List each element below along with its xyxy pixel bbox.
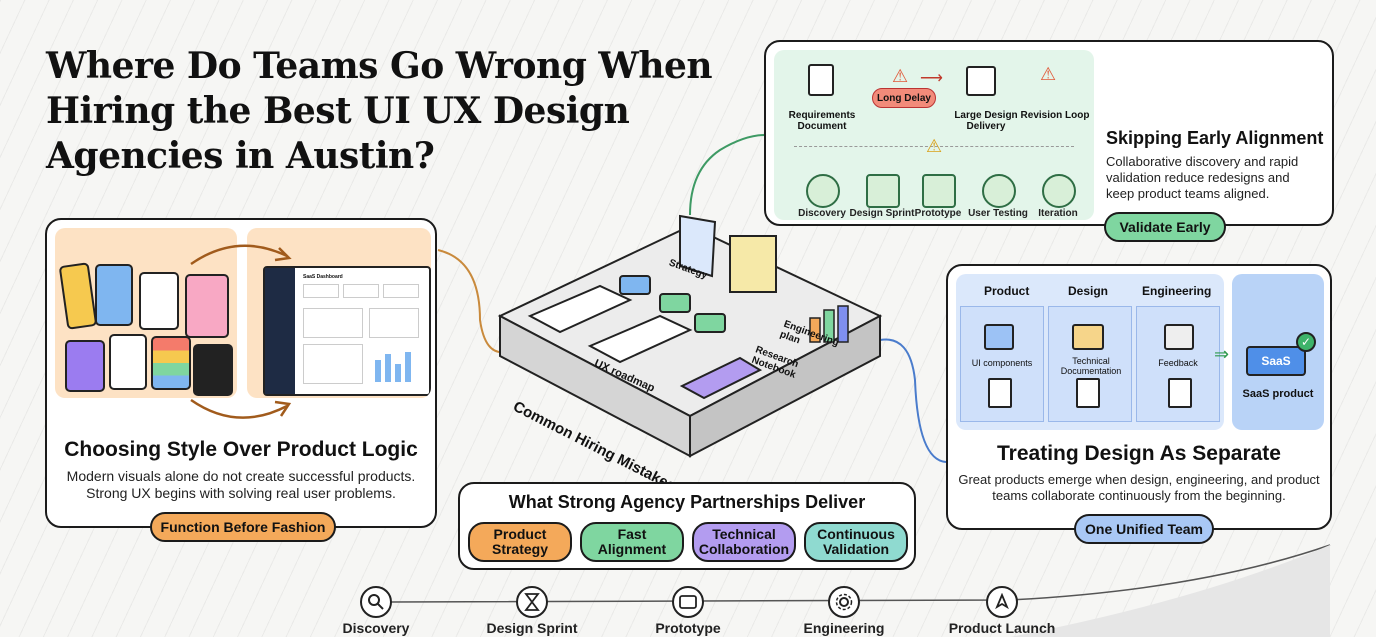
- stage-prototype: Prototype: [914, 208, 962, 219]
- pill-product-strategy: Product Strategy: [468, 522, 572, 562]
- item-feedback: Feedback: [1158, 358, 1198, 368]
- timeline-engineering: Engineering: [803, 620, 885, 636]
- warning-icon: ⚠: [1040, 64, 1057, 84]
- dashboard-title: SaaS Dashboard: [303, 274, 343, 280]
- discovery-timeline-icon: [360, 586, 392, 618]
- gear-icon: [828, 586, 860, 618]
- separate-card-body: Great products emerge when design, engin…: [958, 472, 1320, 503]
- timeline-product-launch: Product Launch: [948, 620, 1056, 636]
- prototype-icon: [922, 174, 956, 208]
- pill-continuous-validation: Continuous Validation: [804, 522, 908, 562]
- tag-one-unified-team: One Unified Team: [1074, 514, 1214, 544]
- stage-discovery: Discovery: [798, 208, 846, 219]
- tag-function-before-fashion: Function Before Fashion: [150, 512, 336, 542]
- components-icon: [984, 324, 1014, 350]
- timeline-prototype: Prototype: [655, 620, 721, 636]
- stage-user-testing: User Testing: [968, 208, 1028, 219]
- discovery-icon: [806, 174, 840, 208]
- style-card-body: Modern visuals alone do not create succe…: [66, 468, 416, 501]
- pill-technical-collaboration: Technical Collaboration: [692, 522, 796, 562]
- hourglass-icon: [516, 586, 548, 618]
- saas-label: SaaS product: [1242, 388, 1314, 400]
- flow-label-revision-loop: Revision Loop: [1020, 110, 1090, 121]
- flow-label-requirements: Requirements Document: [788, 110, 856, 132]
- user-testing-icon: [982, 174, 1016, 208]
- alignment-card-title: Skipping Early Alignment: [1106, 128, 1324, 148]
- deliver-card-title: What Strong Agency Partnerships Deliver: [508, 492, 866, 512]
- warning-icon: ⚠: [892, 66, 909, 86]
- checklist-icon: [988, 378, 1012, 408]
- tag-validate-early: Validate Early: [1104, 212, 1226, 242]
- pill-fast-alignment: Fast Alignment: [580, 522, 684, 562]
- saas-product-illustration: SaaS ✓ SaaS product: [1232, 274, 1324, 430]
- arrow-top-icon: [190, 244, 292, 266]
- checklist-icon: [1168, 378, 1192, 408]
- documentation-icon: [1072, 324, 1104, 350]
- arrow-right-icon: ⇒: [1214, 344, 1230, 364]
- column-design: Design: [1068, 284, 1109, 298]
- flow-label-large-delivery: Large Design Delivery: [954, 110, 1018, 132]
- item-ui-components: UI components: [971, 358, 1033, 368]
- separate-card-title: Treating Design As Separate: [997, 442, 1281, 465]
- item-technical-docs: Technical Documentation: [1060, 356, 1122, 376]
- team-collaboration-illustration: Product Design Engineering UI components…: [956, 274, 1224, 430]
- design-sprint-icon: [866, 174, 900, 208]
- arrow-right-icon: ⟶: [920, 70, 943, 87]
- alignment-card-body: Collaborative discovery and rapid valida…: [1106, 154, 1299, 201]
- deliver-card: What Strong Agency Partnerships Deliver …: [458, 482, 916, 570]
- checklist-icon: [1076, 378, 1100, 408]
- check-icon: ✓: [1296, 332, 1316, 352]
- dashboard-illustration: SaaS Dashboard: [247, 228, 431, 398]
- isometric-platform: [497, 214, 883, 458]
- warning-icon: ⚠: [926, 136, 943, 156]
- column-engineering: Engineering: [1142, 284, 1212, 298]
- page-title: Where Do Teams Go Wrong When Hiring the …: [46, 45, 713, 177]
- arrow-bottom-icon: [190, 398, 292, 419]
- timeline-discovery: Discovery: [342, 620, 410, 636]
- column-product: Product: [984, 284, 1030, 298]
- delivery-icon: [966, 66, 996, 96]
- saas-badge: SaaS: [1246, 346, 1306, 376]
- document-icon: [808, 64, 834, 96]
- alignment-card: Requirements Document ⚠ Long Delay ⟶ Lar…: [764, 40, 1334, 226]
- stage-iteration: Iteration: [1038, 208, 1078, 219]
- mobile-screens-illustration: [55, 228, 237, 398]
- style-card: SaaS Dashboard Choosing Style Over Produ…: [45, 218, 437, 528]
- rocket-icon: [986, 586, 1018, 618]
- style-card-title: Choosing Style Over Product Logic: [64, 438, 418, 461]
- flow-label-long-delay: Long Delay: [872, 88, 936, 108]
- feedback-icon: [1164, 324, 1194, 350]
- stage-design-sprint: Design Sprint: [849, 208, 915, 219]
- prototype-icon: [672, 586, 704, 618]
- iteration-icon: [1042, 174, 1076, 208]
- process-flow-illustration: Requirements Document ⚠ Long Delay ⟶ Lar…: [774, 50, 1094, 220]
- timeline-design-sprint: Design Sprint: [486, 620, 578, 636]
- separate-card: Product Design Engineering UI components…: [946, 264, 1332, 530]
